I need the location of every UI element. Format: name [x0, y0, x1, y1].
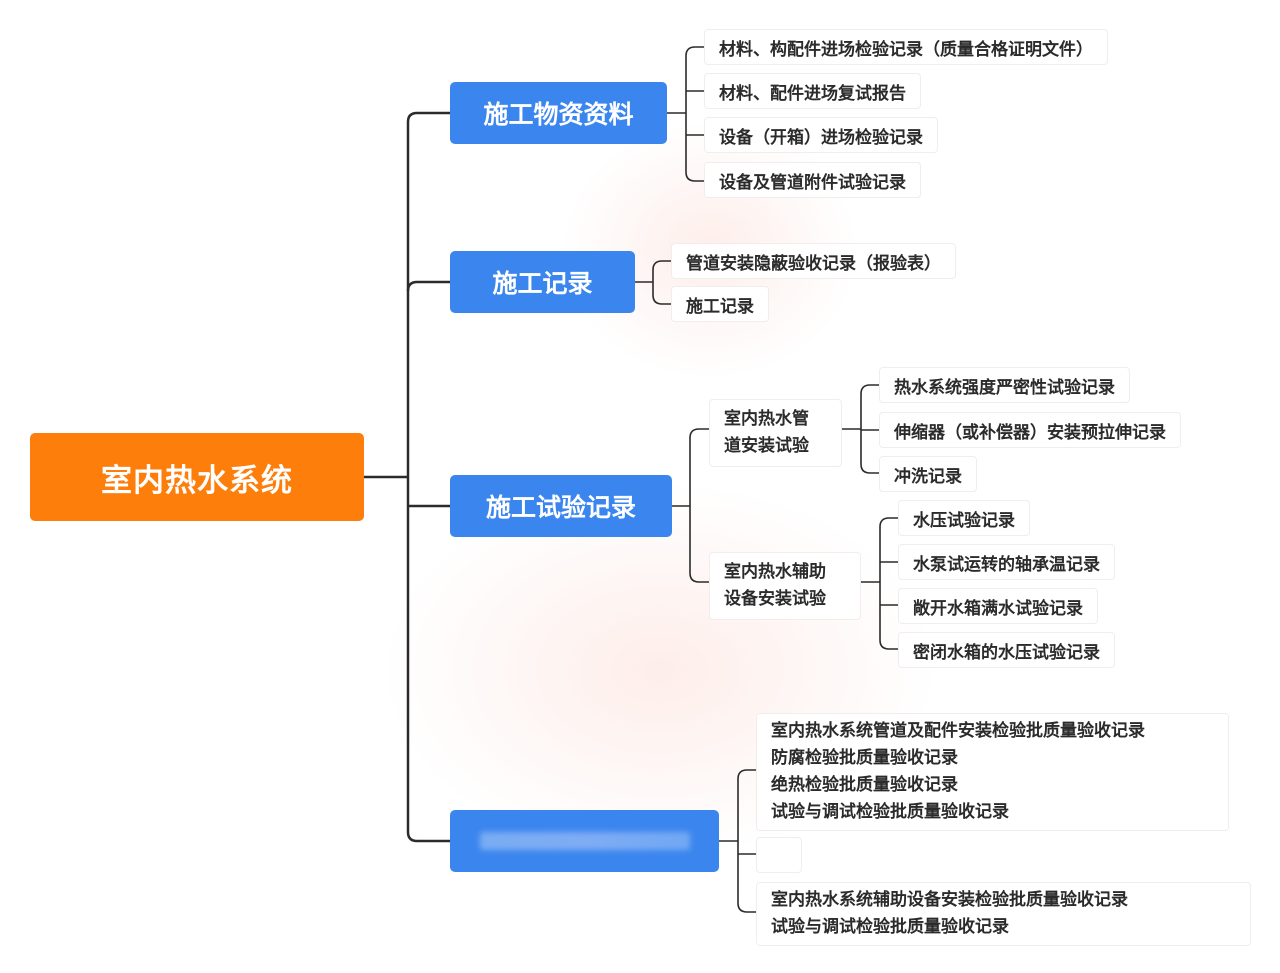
leaf-line: 防腐检验批质量验收记录	[771, 748, 958, 768]
leaf-node[interactable]: 管道安装隐蔽验收记录（报验表）	[671, 243, 956, 279]
leaf-node[interactable]: 施工记录	[671, 286, 769, 322]
leaf-label: 设备及管道附件试验记录	[719, 172, 906, 193]
subgroup-pipe-install-test[interactable]: 室内热水管 道安装试验	[709, 399, 842, 467]
leaf-label: 热水系统强度严密性试验记录	[894, 377, 1115, 398]
subgroup-aux-equipment-test[interactable]: 室内热水辅助 设备安装试验	[709, 552, 861, 620]
leaf-node[interactable]: 水压试验记录	[898, 500, 1030, 536]
leaf-block-aux-inspection-records[interactable]: 室内热水系统辅助设备安装检验批质量验收记录 试验与调试检验批质量验收记录	[756, 882, 1251, 946]
subgroup-label-line: 道安装试验	[724, 436, 809, 456]
branch-construction-materials[interactable]: 施工物资资料	[450, 82, 667, 144]
leaf-line: 室内热水系统管道及配件安装检验批质量验收记录	[771, 721, 1145, 741]
branch-label: 施工试验记录	[485, 493, 636, 522]
root-label: 室内热水系统	[101, 462, 293, 499]
branch-label: 施工记录	[492, 269, 593, 298]
subgroup-label-line: 设备安装试验	[724, 589, 826, 609]
leaf-label: 材料、配件进场复试报告	[719, 83, 906, 104]
leaf-label: 密闭水箱的水压试验记录	[913, 642, 1100, 663]
leaf-node[interactable]: 设备（开箱）进场检验记录	[704, 117, 938, 153]
leaf-node[interactable]: 材料、配件进场复试报告	[704, 73, 921, 109]
leaf-label: 管道安装隐蔽验收记录（报验表）	[686, 253, 941, 274]
leaf-label: 材料、构配件进场检验记录（质量合格证明文件）	[719, 39, 1093, 60]
branch-label: 施工物资资料	[483, 100, 634, 129]
leaf-node[interactable]: 热水系统强度严密性试验记录	[879, 367, 1130, 403]
leaf-label: 设备（开箱）进场检验记录	[719, 127, 923, 148]
leaf-node[interactable]: 伸缩器（或补偿器）安装预拉伸记录	[879, 412, 1181, 448]
leaf-label: 水泵试运转的轴承温记录	[913, 554, 1100, 575]
leaf-node[interactable]: 冲洗记录	[879, 456, 977, 492]
leaf-line: 室内热水系统辅助设备安装检验批质量验收记录	[771, 890, 1128, 910]
root-node[interactable]: 室内热水系统	[30, 433, 364, 521]
leaf-line: 试验与调试检验批质量验收记录	[771, 802, 1009, 822]
leaf-node[interactable]: 材料、构配件进场检验记录（质量合格证明文件）	[704, 29, 1108, 65]
leaf-label: 施工记录	[686, 296, 754, 317]
leaf-line: 绝热检验批质量验收记录	[771, 775, 958, 795]
leaf-node[interactable]: 设备及管道附件试验记录	[704, 162, 921, 198]
leaf-block-inspection-records[interactable]: 室内热水系统管道及配件安装检验批质量验收记录 防腐检验批质量验收记录 绝热检验批…	[756, 713, 1229, 831]
leaf-line: 试验与调试检验批质量验收记录	[771, 917, 1009, 937]
subgroup-label-line: 室内热水辅助	[724, 562, 826, 582]
leaf-node[interactable]: 敞开水箱满水试验记录	[898, 588, 1098, 624]
leaf-label: 伸缩器（或补偿器）安装预拉伸记录	[894, 422, 1166, 443]
leaf-node[interactable]: 密闭水箱的水压试验记录	[898, 632, 1115, 668]
leaf-label: 敞开水箱满水试验记录	[913, 598, 1083, 619]
leaf-label: 冲洗记录	[894, 466, 962, 487]
subgroup-label-line: 室内热水管	[724, 409, 809, 429]
leaf-node[interactable]: 水泵试运转的轴承温记录	[898, 544, 1115, 580]
leaf-node-empty[interactable]	[756, 837, 802, 873]
branch-test-records[interactable]: 施工试验记录	[450, 475, 672, 537]
branch-obscured[interactable]	[450, 810, 719, 872]
branch-label-obscured	[479, 832, 690, 850]
leaf-label: 水压试验记录	[913, 510, 1015, 531]
branch-construction-records[interactable]: 施工记录	[450, 251, 635, 313]
